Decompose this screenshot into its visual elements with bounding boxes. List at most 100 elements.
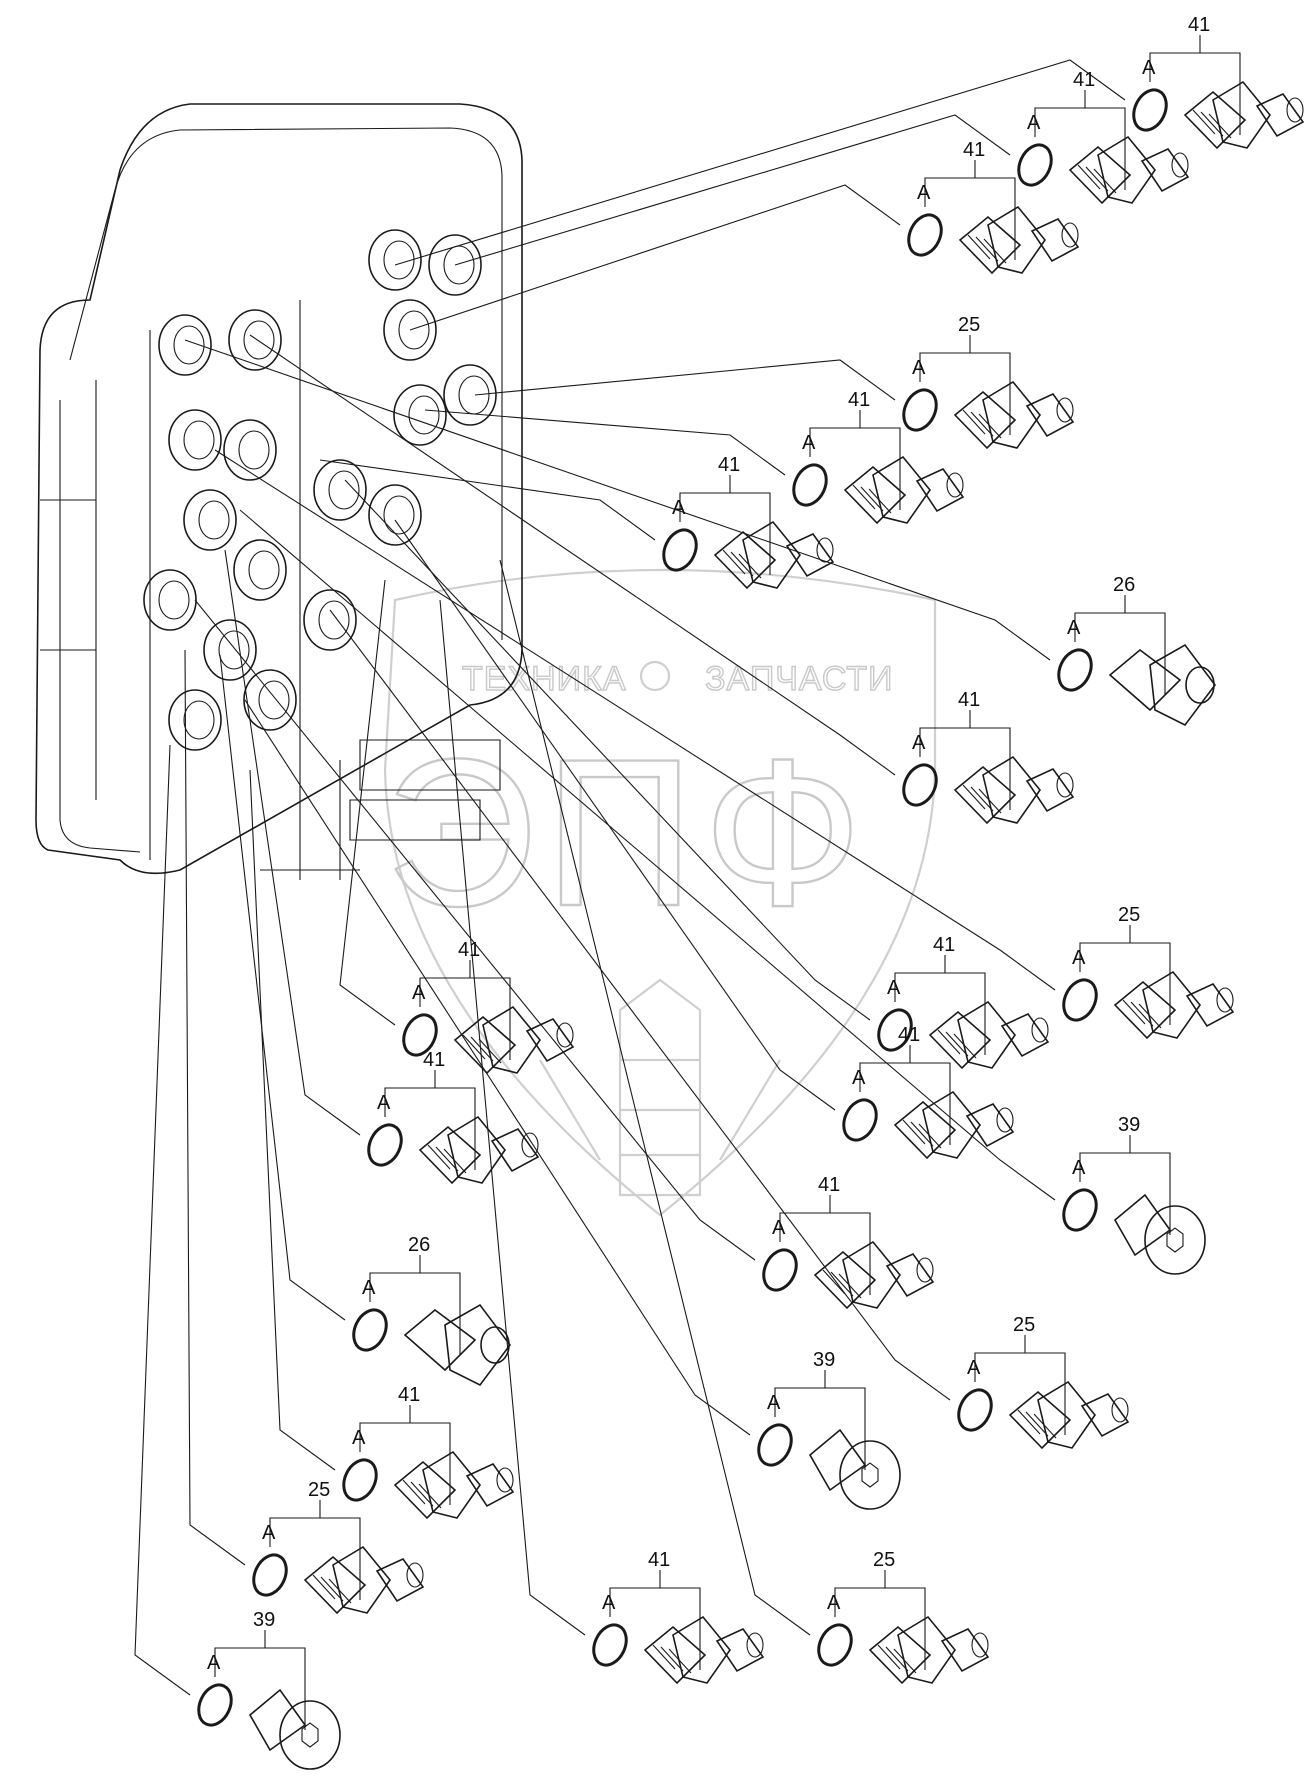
thread-line [1130, 1001, 1154, 1027]
part-callout-41: A41 [1017, 69, 1190, 205]
part-number-label: 25 [1118, 904, 1140, 926]
part-callout-41: A41 [792, 389, 965, 525]
part-number-label: 41 [648, 1549, 670, 1571]
fitting-thread [953, 765, 1017, 825]
thread-line [1033, 1413, 1057, 1439]
part-number-label: 26 [408, 1234, 430, 1256]
part-number-label: 39 [1118, 1114, 1140, 1136]
callout-bracket [269, 1500, 361, 1600]
part-number-label: 41 [958, 689, 980, 711]
valve-port-bore [458, 375, 490, 415]
fitting-flare-end [1185, 982, 1235, 1028]
fitting-bore [1056, 772, 1074, 798]
valve-port-bore [198, 500, 230, 540]
fitting-bore [1061, 222, 1079, 248]
leader-line [319, 459, 656, 541]
part-number-label: 41 [718, 454, 740, 476]
ring-code-label: A [1027, 112, 1041, 134]
leader-line [329, 609, 951, 1401]
part-callout-26: A26 [1057, 574, 1216, 727]
ring-code-label: A [602, 1592, 616, 1614]
hex-socket-icon [1166, 1227, 1184, 1253]
fitting-thread [958, 215, 1022, 275]
fitting-flare-end [1140, 147, 1190, 193]
part-callout-41: A 41 [592, 1549, 765, 1685]
fitting-bore [1171, 152, 1189, 178]
fitting-hex [1037, 1380, 1097, 1449]
o-ring [762, 1248, 798, 1292]
leader-line [184, 339, 1051, 661]
ring-code-label: A [887, 977, 901, 999]
fitting-flare-end [1255, 92, 1305, 138]
callout-bracket [609, 1570, 701, 1670]
valve-port-bore [248, 550, 280, 590]
ring-code-label: A [1067, 617, 1081, 639]
valve-port-bore [158, 580, 190, 620]
fitting-hex [1142, 970, 1202, 1039]
thread-line [893, 1648, 917, 1674]
part-number-label: 39 [813, 1349, 835, 1371]
thread-line [967, 234, 991, 260]
thread-line [830, 1271, 854, 1297]
thread-line [328, 1578, 352, 1604]
fitting-flare-end [1025, 767, 1075, 813]
fitting-flare-end [940, 1627, 990, 1673]
part-callout-41: A41 [877, 934, 1050, 1070]
leader-line [134, 744, 191, 1696]
fitting-flare-end [1080, 1392, 1130, 1438]
leader-line [394, 59, 1126, 266]
fitting-hex [742, 520, 802, 589]
o-ring [842, 1098, 878, 1142]
callout-bracket [419, 960, 511, 1060]
valve-port-bore [218, 630, 250, 670]
valve-port-bore [383, 495, 415, 535]
thread-line [953, 1033, 977, 1059]
thread-line [1025, 1411, 1049, 1437]
fitting-thread [393, 1460, 457, 1520]
o-ring [817, 1623, 853, 1667]
thread-line [885, 1646, 909, 1672]
fitting-flare-end [490, 1127, 540, 1173]
callout-bracket [834, 1570, 926, 1670]
part-number-label: 39 [253, 1609, 275, 1631]
part-callout-25: A25 [902, 314, 1075, 450]
fitting-flare-end [1025, 392, 1075, 438]
thread-line [320, 1576, 344, 1602]
thread-line [962, 784, 986, 810]
fitting-bore [996, 1107, 1014, 1133]
part-callout-41: A41 [1132, 14, 1305, 150]
thread-line [860, 486, 884, 512]
fitting-thread [928, 1010, 992, 1070]
plug-head [839, 1440, 901, 1510]
fitting-bore [816, 537, 834, 563]
fitting-hex [842, 1240, 902, 1309]
o-ring [662, 528, 698, 572]
callout-bracket [679, 475, 771, 575]
thread-line [443, 1148, 467, 1174]
part-callout-39: A39 [1062, 1114, 1206, 1275]
union-bore [1185, 666, 1215, 704]
fitting-thread [893, 1100, 957, 1160]
o-ring [877, 1008, 913, 1052]
valve-port [383, 299, 437, 361]
o-ring [352, 1308, 388, 1352]
plug-head [279, 1700, 341, 1770]
thread-line [435, 1146, 459, 1172]
thread-line [462, 1034, 486, 1060]
leader-line [214, 449, 1056, 991]
leader-line [239, 509, 1056, 1201]
thread-line [418, 1483, 442, 1509]
thread-line [668, 1648, 692, 1674]
thread-line [1017, 1409, 1041, 1435]
callout-bracket [859, 1045, 951, 1145]
fitting-flare-end [915, 467, 965, 513]
part-number-label: 41 [818, 1174, 840, 1196]
ring-code-label: A [377, 1092, 391, 1114]
fitting-thread [868, 1625, 932, 1685]
part-callout-41: A41 [367, 1049, 540, 1185]
thread-line [975, 236, 999, 262]
callout-bracket [359, 1405, 451, 1505]
fitting-thread [1113, 980, 1177, 1040]
ring-code-label: A [672, 497, 686, 519]
